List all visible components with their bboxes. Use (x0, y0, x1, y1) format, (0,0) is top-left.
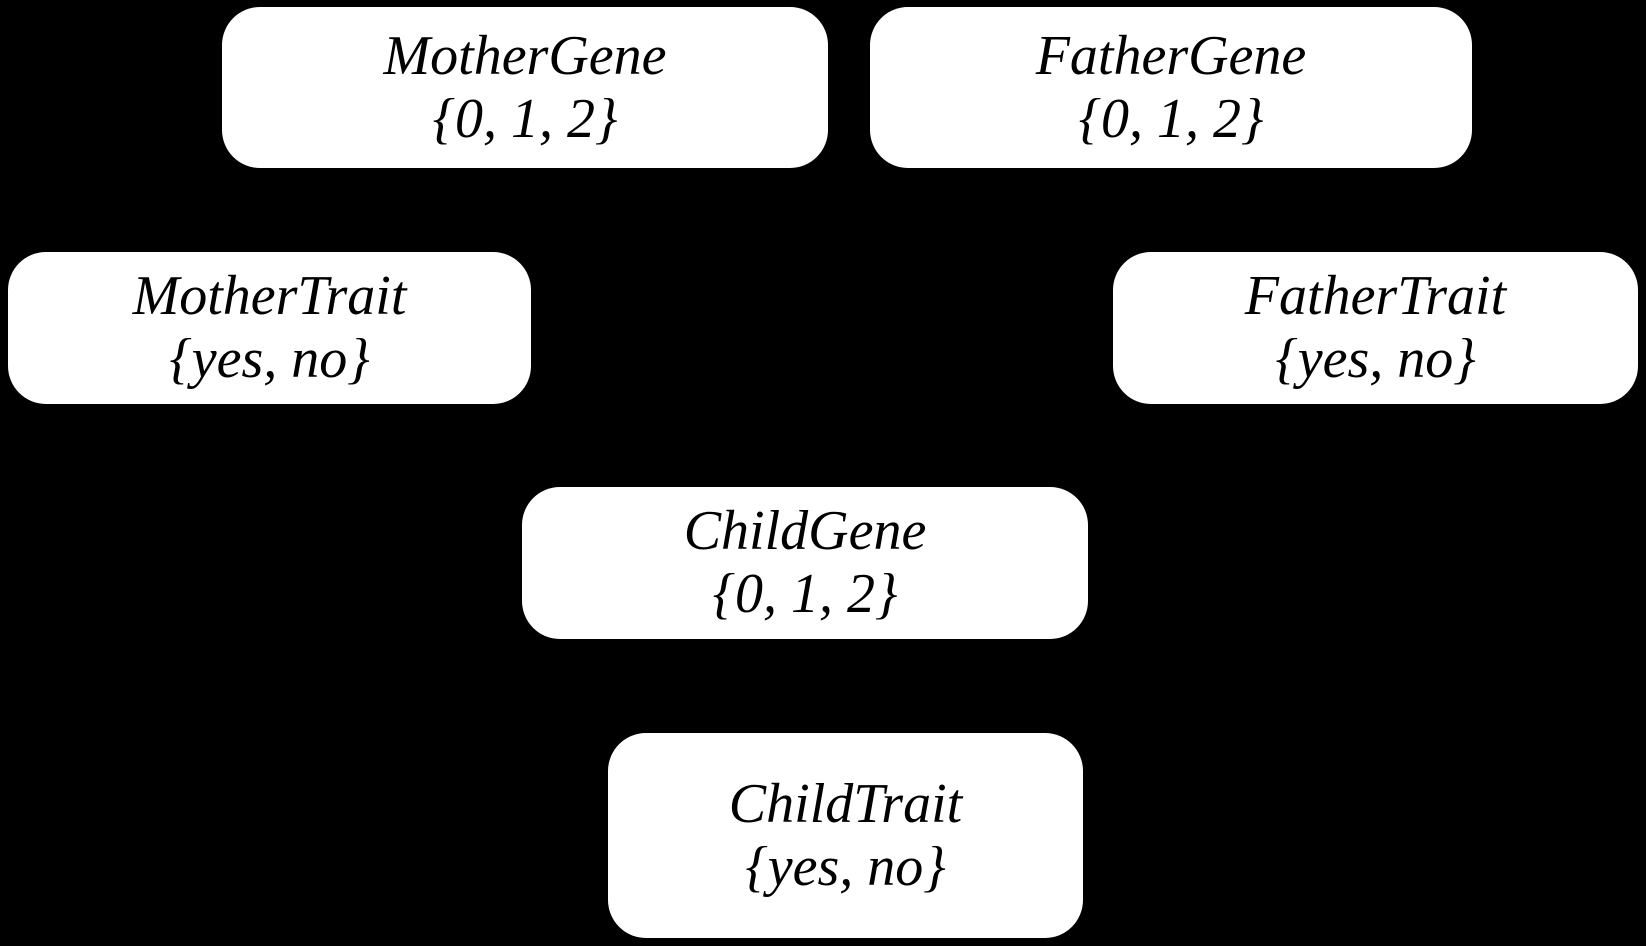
node-father-gene-domain: {0, 1, 2} (1078, 87, 1264, 150)
node-child-trait-label: ChildTrait (728, 772, 963, 835)
node-mother-trait[interactable]: MotherTrait {yes, no} (8, 252, 531, 404)
node-father-trait-label: FatherTrait (1244, 265, 1507, 328)
node-mother-gene-domain: {0, 1, 2} (432, 87, 618, 150)
node-child-trait-domain: {yes, no} (745, 835, 946, 898)
node-child-gene-label: ChildGene (683, 500, 927, 563)
node-father-trait[interactable]: FatherTrait {yes, no} (1113, 252, 1638, 404)
node-father-gene[interactable]: FatherGene {0, 1, 2} (870, 7, 1472, 168)
node-mother-gene-label: MotherGene (383, 24, 667, 87)
node-mother-trait-label: MotherTrait (132, 265, 407, 328)
node-child-trait[interactable]: ChildTrait {yes, no} (608, 733, 1083, 938)
node-mother-trait-domain: {yes, no} (169, 328, 370, 390)
node-child-gene-domain: {0, 1, 2} (712, 563, 898, 625)
node-father-trait-domain: {yes, no} (1275, 328, 1476, 390)
node-father-gene-label: FatherGene (1035, 24, 1307, 87)
node-mother-gene[interactable]: MotherGene {0, 1, 2} (222, 7, 828, 168)
node-child-gene[interactable]: ChildGene {0, 1, 2} (522, 487, 1088, 639)
